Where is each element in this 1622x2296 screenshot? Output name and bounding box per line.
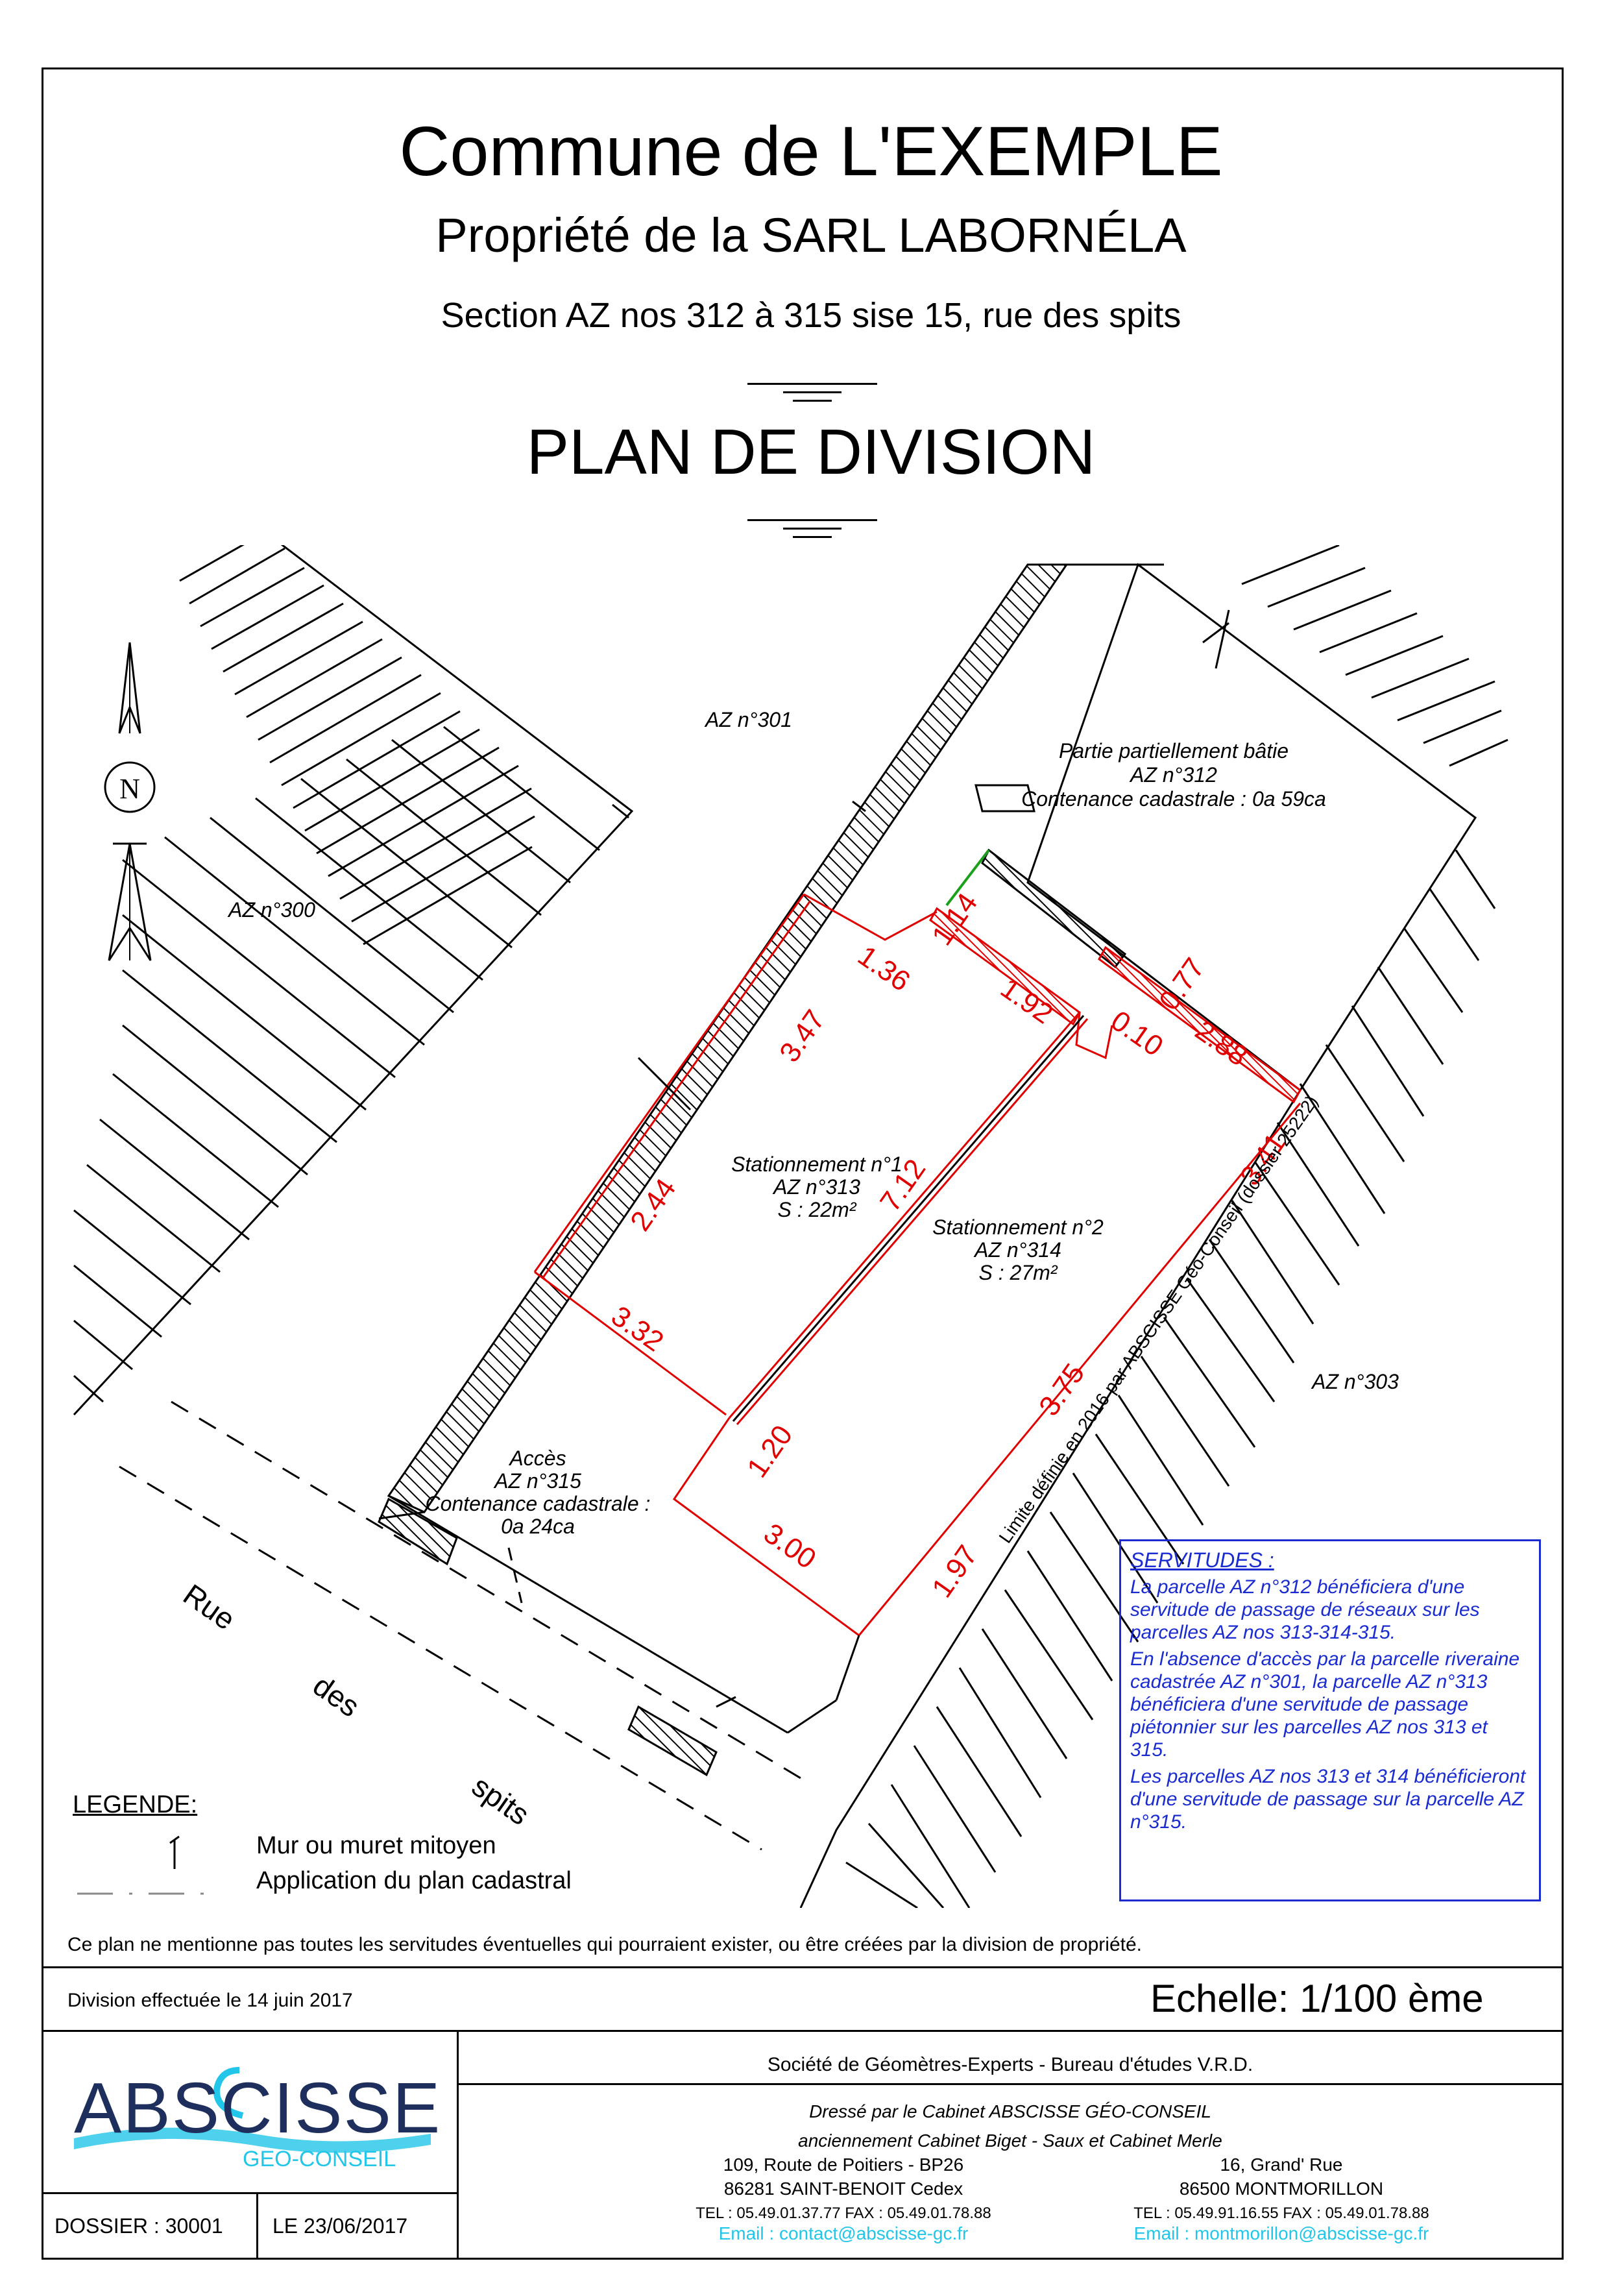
az312-area: Contenance cadastrale : 0a 59ca bbox=[1021, 787, 1326, 811]
servitude-paragraph: La parcelle AZ n°312 bénéficiera d'une s… bbox=[1130, 1576, 1480, 1643]
office-1-address: 109, Route de Poitiers - BP26 bbox=[723, 2155, 964, 2175]
az315-name: Accès bbox=[508, 1447, 566, 1470]
neighbor-hatching-east bbox=[845, 545, 1508, 1908]
page-frame bbox=[42, 67, 1564, 2260]
az312-name: Partie partiellement bâtie bbox=[1059, 739, 1289, 763]
az315-area-value: 0a 24ca bbox=[501, 1515, 575, 1538]
dimension-label: 1.20 bbox=[741, 1419, 799, 1483]
servitudes-heading: SERVITUDES : bbox=[1130, 1548, 1274, 1572]
title-divider bbox=[747, 383, 877, 385]
footer-divider bbox=[256, 2192, 258, 2260]
az313-area: S : 22m² bbox=[778, 1198, 857, 1221]
formerly-label: anciennement Cabinet Biget - Saux et Cab… bbox=[798, 2131, 1222, 2151]
servitudes-box: SERVITUDES : La parcelle AZ n°312 bénéfi… bbox=[1119, 1539, 1541, 1901]
office-1-city: 86281 SAINT-BENOIT Cedex bbox=[723, 2179, 963, 2199]
office-2-address: 16, Grand' Rue bbox=[1220, 2155, 1343, 2175]
legend-wall-icon bbox=[169, 1835, 180, 1869]
street-name-word-3: spits bbox=[466, 1769, 535, 1832]
footer-divider bbox=[457, 2083, 1564, 2085]
footer-divider bbox=[42, 2192, 457, 2194]
title-divider bbox=[793, 536, 832, 538]
office-2-phone: TEL : 05.49.91.16.55 FAX : 05.49.01.78.8… bbox=[1133, 2204, 1429, 2222]
az303-label: AZ n°303 bbox=[1311, 1370, 1399, 1393]
logo-main-text: ABSCISSE bbox=[74, 2068, 442, 2148]
az301-label: AZ n°301 bbox=[704, 708, 792, 731]
dossier-date: LE 23/06/2017 bbox=[272, 2214, 408, 2238]
legend-wall-label: Mur ou muret mitoyen bbox=[256, 1832, 496, 1859]
neighbor-hatching-west bbox=[179, 545, 535, 946]
drawn-by: Dressé par le Cabinet ABSCISSE GÉO-CONSE… bbox=[809, 2101, 1211, 2121]
az315-area: Contenance cadastrale : bbox=[426, 1492, 651, 1515]
dimension-label: 3.00 bbox=[758, 1517, 821, 1575]
title-divider bbox=[783, 528, 841, 530]
dimension-label: 0.10 bbox=[1105, 1005, 1168, 1062]
az314-number: AZ n°314 bbox=[973, 1238, 1061, 1262]
north-arrow-icon bbox=[104, 642, 156, 961]
society-label: Société de Géomètres-Experts - Bureau d'… bbox=[767, 2054, 1253, 2075]
footer-divider bbox=[42, 1966, 1564, 1968]
dimension-label: 1.97 bbox=[926, 1539, 984, 1603]
servitude-paragraph: Les parcelles AZ nos 313 et 314 bénéfici… bbox=[1130, 1766, 1526, 1833]
servitude-paragraph: En l'absence d'accès par la parcelle riv… bbox=[1130, 1648, 1520, 1761]
legend-cadastral-label: Application du plan cadastral bbox=[256, 1867, 572, 1894]
dimension-label: 3.47 bbox=[773, 1004, 831, 1068]
office-1-phone: TEL : 05.49.01.37.77 FAX : 05.49.01.78.8… bbox=[696, 2204, 991, 2222]
az313-number: AZ n°313 bbox=[772, 1175, 860, 1199]
division-date: Division effectuée le 14 juin 2017 bbox=[67, 1990, 353, 2011]
commune-title: Commune de L'EXEMPLE bbox=[399, 112, 1223, 190]
dossier-number: DOSSIER : 30001 bbox=[54, 2214, 223, 2238]
plan-title: PLAN DE DIVISION bbox=[526, 416, 1096, 487]
green-wall-segment bbox=[945, 849, 990, 907]
az300-boundary bbox=[73, 545, 634, 1416]
scale-label: Echelle: 1/100 ème bbox=[1150, 1977, 1484, 2020]
az312-number: AZ n°312 bbox=[1129, 763, 1217, 787]
north-label: N bbox=[119, 773, 140, 805]
az313-name: Stationnement n°1 bbox=[731, 1153, 902, 1176]
street-name-word-2: des bbox=[307, 1668, 366, 1724]
title-divider bbox=[783, 391, 841, 393]
title-divider bbox=[793, 400, 832, 402]
limit-label: Limite définie en 2016 par ABSCISSE Géo-… bbox=[995, 1092, 1322, 1546]
neighbor-hatching-az300 bbox=[73, 726, 629, 1403]
division-lines bbox=[533, 893, 1301, 1637]
owner-title: Propriété de la SARL LABORNÉLA bbox=[435, 208, 1187, 262]
az300-label: AZ n°300 bbox=[227, 898, 315, 922]
az315-number: AZ n°315 bbox=[493, 1469, 581, 1493]
az314-area: S : 27m² bbox=[979, 1261, 1058, 1284]
street-name-word-1: Rue bbox=[177, 1578, 241, 1637]
footer-divider bbox=[457, 2030, 459, 2260]
dimension-label: 1.36 bbox=[852, 940, 915, 997]
legend-title: LEGENDE: bbox=[73, 1791, 198, 1818]
footer-divider bbox=[42, 2030, 1564, 2032]
az301-wall bbox=[387, 563, 1069, 1513]
wall-marker-icon bbox=[637, 609, 1230, 1111]
az314-name: Stationnement n°2 bbox=[932, 1215, 1104, 1239]
title-divider bbox=[747, 519, 877, 521]
office-2-city: 86500 MONTMORILLON bbox=[1179, 2179, 1384, 2199]
section-title: Section AZ nos 312 à 315 sise 15, rue de… bbox=[441, 296, 1181, 335]
division-plan: N bbox=[73, 545, 1508, 1908]
office-2-email[interactable]: Email : montmorillon@abscisse-gc.fr bbox=[1133, 2223, 1429, 2243]
logo-swoosh-icon bbox=[74, 2067, 431, 2153]
abscisse-logo: ABSCISSE GEO-CONSEIL bbox=[67, 2057, 444, 2180]
street-boundaries bbox=[119, 1400, 860, 1851]
disclaimer-note: Ce plan ne mentionne pas toutes les serv… bbox=[67, 1934, 1142, 1955]
office-1-email[interactable]: Email : contact@abscisse-gc.fr bbox=[718, 2223, 969, 2243]
logo-sub-text: GEO-CONSEIL bbox=[243, 2147, 396, 2171]
